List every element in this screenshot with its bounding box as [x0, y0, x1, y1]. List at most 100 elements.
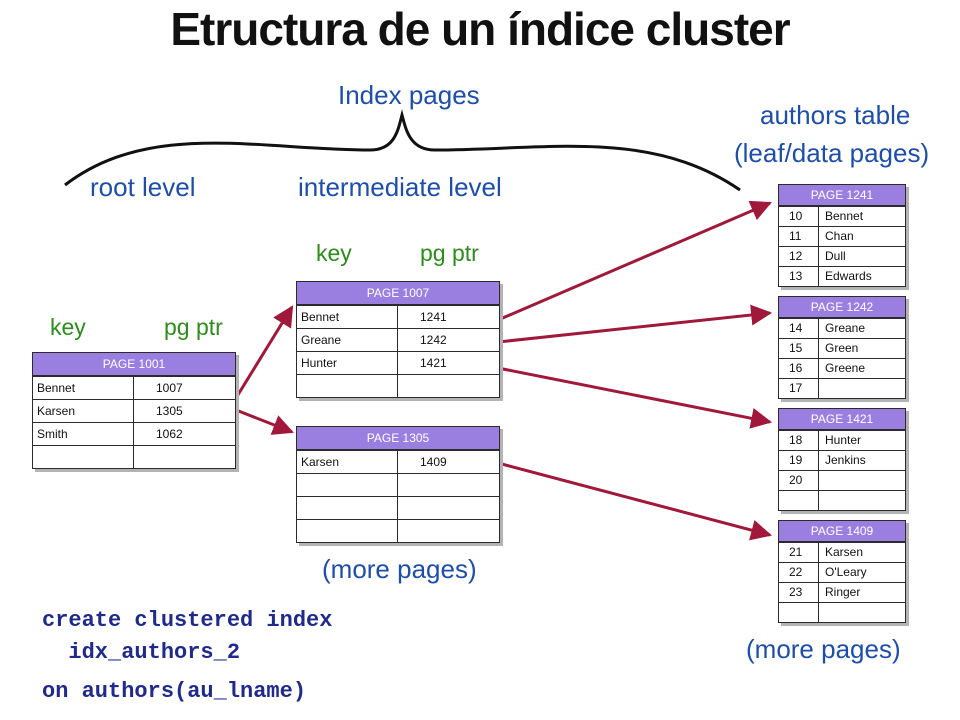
key-cell: Greane [297, 329, 398, 351]
index-row [297, 473, 499, 496]
data-row [779, 490, 905, 510]
index-row [297, 496, 499, 519]
leaf-data-pages-label: (leaf/data pages) [734, 138, 930, 168]
index-row: Bennet 1007 [33, 376, 235, 399]
index-row [297, 374, 499, 397]
data-row: 23 Ringer [779, 582, 905, 602]
row-id-cell: 18 [779, 431, 819, 450]
author-name-cell: Karsen [825, 545, 864, 559]
intermediate-level-label: intermediate level [298, 172, 502, 202]
authors-table-label: authors table [760, 100, 911, 130]
author-name-cell: Greene [825, 361, 866, 375]
index-page-1007: PAGE 1007 Bennet 1241 Greane 1242 Hunter 14… [296, 281, 500, 398]
author-name-cell: Edwards [825, 269, 872, 283]
key-cell: Hunter [297, 352, 398, 374]
data-row: 17 [779, 378, 905, 398]
author-name-cell: Ringer [825, 585, 861, 599]
row-id-cell: 19 [779, 451, 819, 470]
row-id-cell: 23 [779, 583, 819, 602]
data-row: 10 Bennet [779, 206, 905, 226]
page-header: PAGE 1242 [779, 297, 905, 318]
page-title: Etructura de un índice cluster [170, 3, 790, 55]
pointer-cell: 1007 [156, 381, 183, 395]
index-row: Bennet 1241 [297, 305, 499, 328]
arrow-1007-to-1242 [497, 304, 773, 344]
index-row: Smith 1062 [33, 422, 235, 445]
page-header: PAGE 1241 [779, 185, 905, 206]
data-row: 13 Edwards [779, 266, 905, 286]
row-id-cell: 15 [779, 339, 819, 358]
index-row: Greane 1242 [297, 328, 499, 351]
row-id-cell: 10 [779, 207, 819, 226]
pointer-cell: 1241 [420, 310, 447, 324]
key-label-intermediate: key [316, 240, 352, 266]
index-row [297, 519, 499, 542]
row-id-cell [779, 491, 819, 510]
key-cell [297, 474, 398, 496]
row-id-cell: 13 [779, 267, 819, 286]
author-name-cell [819, 491, 905, 510]
pointer-cell: 1409 [420, 455, 447, 469]
index-row: Karsen 1409 [297, 450, 499, 473]
pointer-cell: 1242 [420, 333, 447, 347]
author-name-cell: Dull [825, 249, 846, 263]
row-id-cell: 11 [779, 227, 819, 246]
pointer-cell: 1421 [420, 356, 447, 370]
data-row [779, 602, 905, 622]
pointer-cell [398, 375, 499, 397]
author-name-cell: O'Leary [825, 565, 867, 579]
more-pages-leaf-label: (more pages) [746, 634, 901, 664]
arrow-1007-to-1421 [497, 366, 773, 429]
page-header: PAGE 1001 [33, 353, 235, 376]
pointer-cell [398, 474, 499, 496]
sql-line-3: on authors(au_lname) [42, 679, 307, 704]
key-cell [33, 446, 134, 468]
key-cell: Bennet [33, 377, 134, 399]
index-row [33, 445, 235, 468]
key-cell: Smith [33, 423, 134, 445]
author-name-cell [819, 471, 905, 490]
pointer-cell [398, 520, 499, 542]
data-row: 21 Karsen [779, 542, 905, 562]
arrow-1305-to-1409 [497, 461, 773, 541]
author-name-cell: Chan [825, 229, 854, 243]
more-pages-intermediate-label: (more pages) [322, 554, 477, 584]
index-pages-label: Index pages [338, 80, 480, 110]
pointer-cell [134, 446, 235, 468]
page-header: PAGE 1409 [779, 521, 905, 542]
key-cell: Karsen [297, 451, 398, 473]
key-cell: Bennet [297, 306, 398, 328]
row-id-cell [779, 603, 819, 622]
pointer-cell: 1062 [156, 427, 183, 441]
page-header: PAGE 1305 [297, 427, 499, 450]
row-id-cell: 16 [779, 359, 819, 378]
pg-ptr-label-root: pg ptr [164, 314, 223, 340]
author-name-cell: Jenkins [825, 453, 866, 467]
author-name-cell [819, 603, 905, 622]
row-id-cell: 20 [779, 471, 819, 490]
index-row: Hunter 1421 [297, 351, 499, 374]
arrow-1007-to-1241 [497, 200, 772, 322]
pg-ptr-label-intermediate: pg ptr [420, 240, 479, 266]
author-name-cell [819, 379, 905, 398]
key-cell [297, 375, 398, 397]
pointer-arrows [234, 200, 773, 541]
page-header: PAGE 1007 [297, 282, 499, 305]
key-label-root: key [50, 314, 86, 340]
sql-line-2: idx_authors_2 [42, 640, 241, 665]
row-id-cell: 17 [779, 379, 819, 398]
key-cell [297, 497, 398, 519]
author-name-cell: Hunter [825, 433, 862, 447]
row-id-cell: 21 [779, 543, 819, 562]
author-name-cell: Greane [825, 321, 866, 335]
author-name-cell: Bennet [825, 209, 864, 223]
root-level-label: root level [90, 172, 196, 202]
key-cell [297, 520, 398, 542]
